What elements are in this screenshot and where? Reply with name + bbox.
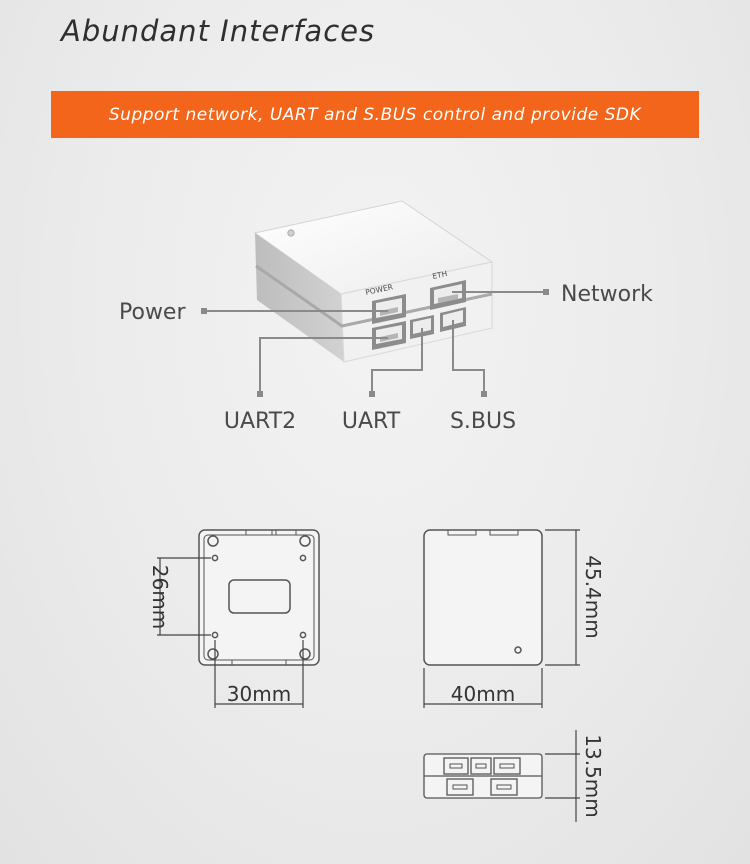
screw-hole-br	[299, 631, 307, 639]
side-port-sbus	[490, 778, 518, 796]
feature-banner: Support network, UART and S.BUS control …	[51, 91, 699, 138]
uart2-leader	[259, 337, 388, 394]
dim-bottom-width: 30mm	[227, 682, 291, 706]
bottom-view-label-pad	[228, 579, 291, 614]
top-view-tab-2	[489, 529, 519, 536]
side-port-eth	[493, 757, 521, 775]
uart-leader	[371, 328, 423, 394]
port-label-eth: ETH	[432, 269, 449, 281]
dim-side-thickness: 13.5mm	[581, 734, 605, 818]
mount-hole-bl	[207, 648, 219, 660]
bottom-view-tab-2	[275, 529, 297, 536]
screw-hole-bl	[211, 631, 219, 639]
label-network: Network	[561, 282, 653, 307]
screw-hole-tl	[211, 554, 219, 562]
power-port	[372, 294, 406, 324]
top-view-outline	[423, 529, 543, 666]
dim-bottom-height: 26mm	[148, 565, 172, 629]
page-title: Abundant Interfaces	[61, 14, 376, 48]
side-port-power	[443, 757, 469, 775]
top-view-dimensions	[423, 529, 580, 708]
screw-hole-tr	[299, 554, 307, 562]
dim-top-width: 40mm	[451, 682, 515, 706]
label-uart2: UART2	[224, 409, 296, 434]
status-led	[287, 229, 295, 237]
uart2-leader-end	[257, 391, 263, 397]
side-port-uart	[470, 757, 492, 775]
label-uart: UART	[342, 409, 401, 434]
bottom-view-outline	[198, 529, 320, 666]
leader-ends	[201, 289, 549, 397]
sbus-port	[440, 307, 466, 332]
bottom-view-drawing	[198, 529, 320, 666]
top-view-tab-1	[447, 529, 477, 536]
banner-text: Support network, UART and S.BUS control …	[108, 104, 642, 125]
dim-top-height: 45.4mm	[581, 555, 605, 639]
bottom-view-tab-bottom	[231, 659, 287, 666]
leader-lines	[204, 291, 545, 394]
side-view-drawing	[423, 753, 543, 799]
top-view-drawing	[423, 529, 543, 666]
network-leader-end	[543, 289, 549, 295]
side-port-uart2	[446, 778, 474, 796]
bottom-view-tab-1	[245, 529, 273, 536]
sbus-leader	[452, 320, 485, 394]
bottom-view-dimensions	[157, 557, 304, 708]
mount-hole-tr	[299, 535, 311, 547]
uart-port	[410, 315, 434, 339]
label-power: Power	[119, 300, 186, 325]
uart2-port	[372, 321, 406, 350]
mount-hole-br	[299, 648, 311, 660]
top-view-led	[514, 646, 522, 654]
sbus-leader-end	[481, 391, 487, 397]
label-sbus: S.BUS	[450, 409, 516, 434]
uart-leader-end	[369, 391, 375, 397]
mount-hole-tl	[207, 535, 219, 547]
side-view-dimensions	[545, 730, 580, 822]
eth-port	[430, 280, 466, 310]
power-leader-end	[201, 308, 207, 314]
